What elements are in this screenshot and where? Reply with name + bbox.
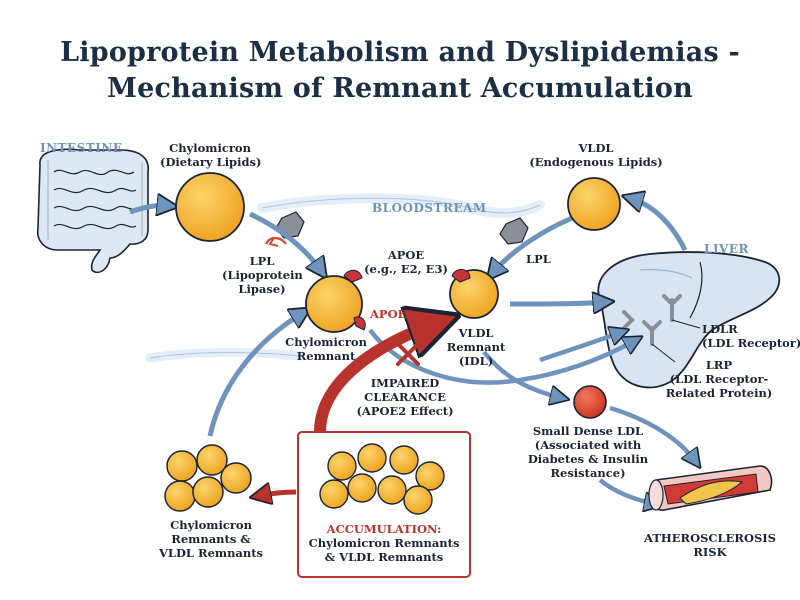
impaired-clearance-label: IMPAIRED CLEARANCE (APOE2 Effect) — [356, 376, 454, 418]
apoe-cap-chylomicron — [343, 269, 363, 283]
arrow-accumulation-to-vldl-remnant — [314, 322, 440, 433]
arrow-ldl-to-liver — [539, 332, 622, 363]
liver-label: LIVER — [704, 242, 749, 256]
lpl-enzyme-left-icon — [265, 211, 305, 247]
arrow-small-dense-ldl-to-athero — [598, 478, 656, 504]
remnant-ball — [196, 444, 228, 476]
lrp-receptor-icon — [622, 310, 676, 363]
small-dense-ldl-particle — [573, 385, 607, 419]
chylomicron-particle — [175, 172, 245, 242]
ldlr-label: LDLR (LDL Receptor) — [702, 322, 800, 350]
chylomicron-remnant-particle — [305, 275, 363, 333]
ldlr-receptor-icon — [662, 294, 701, 329]
small-dense-ldl-label: Small Dense LDL (Associated with Diabete… — [527, 424, 649, 480]
lrp-label: LRP (LDL Receptor- Related Protein) — [665, 358, 773, 400]
remnants-left-label: Chylomicron Remnants & VLDL Remnants — [158, 518, 264, 560]
remnant-ball — [220, 462, 252, 494]
vldl-label: VLDL (Endogenous Lipids) — [529, 141, 663, 169]
intestine-label: INTESTINE — [40, 141, 123, 155]
artery-plaque-icon — [648, 465, 773, 511]
apoe2-cap-chylomicron — [353, 316, 366, 331]
arrow-liver-to-vldl — [630, 198, 688, 252]
lpl-enzyme-right-icon — [499, 217, 529, 245]
chylomicron-remnant-label: Chylomicron Remnant — [285, 335, 367, 363]
arrow-remnant-to-ldl — [482, 350, 562, 398]
vldl-remnant-particle — [449, 269, 499, 319]
accumulated-ball — [327, 451, 357, 481]
arrow-ldl-to-artery — [609, 405, 696, 462]
bloodstream-label: BLOODSTREAM — [372, 201, 487, 215]
arrow-chylomicron-to-remnant — [248, 211, 322, 272]
accumulated-ball — [403, 485, 433, 515]
vldl-remnant-label: VLDL Remnant (IDL) — [446, 326, 506, 368]
vldl-particle — [567, 177, 621, 231]
arrow-vldl-to-remnant — [492, 215, 574, 274]
arrow-intestine-to-chylomicron — [129, 206, 170, 212]
apoe-label: APOE (e.g., E2, E3) — [364, 248, 448, 276]
remnant-ball — [164, 480, 196, 512]
remnant-ball — [192, 476, 224, 508]
lpl-right-label: LPL — [526, 252, 551, 266]
apoe2-label: APOE2 — [370, 307, 415, 321]
accumulated-ball — [357, 443, 387, 473]
title-line-1: Lipoprotein Metabolism and Dyslipidemias… — [60, 37, 740, 68]
chylomicron-label: Chylomicron (Dietary Lipids) — [160, 141, 262, 169]
lpl-left-label: LPL (Lipoprotein Lipase) — [222, 254, 303, 296]
arrow-remnants-to-chylomicron-remnant — [207, 312, 304, 437]
arrow-accumulation-to-left — [258, 492, 297, 496]
accumulated-ball — [415, 461, 445, 491]
bloodstream-ribbon-lower-edge — [149, 352, 301, 359]
accumulated-ball — [347, 473, 377, 503]
accumulated-ball — [319, 479, 349, 509]
accumulated-ball — [377, 475, 407, 505]
accumulation-label: ACCUMULATION: Chylomicron Remnants & VLD… — [308, 522, 460, 564]
remnants-cluster-left — [164, 444, 252, 512]
accumulation-cluster — [319, 443, 445, 515]
impaired-cross-icon — [396, 342, 420, 366]
atherosclerosis-label: ATHEROSCLEROSIS RISK — [644, 531, 776, 559]
title-line-2: Mechanism of Remnant Accumulation — [107, 73, 693, 104]
remnant-ball — [166, 450, 198, 482]
accumulated-ball — [389, 445, 419, 475]
intestine-icon — [36, 148, 149, 274]
apoe-cap-vldl-remnant — [451, 269, 471, 283]
arrow-remnant-to-liver — [509, 302, 606, 304]
bloodstream-ribbon-upper-edge — [261, 197, 541, 214]
